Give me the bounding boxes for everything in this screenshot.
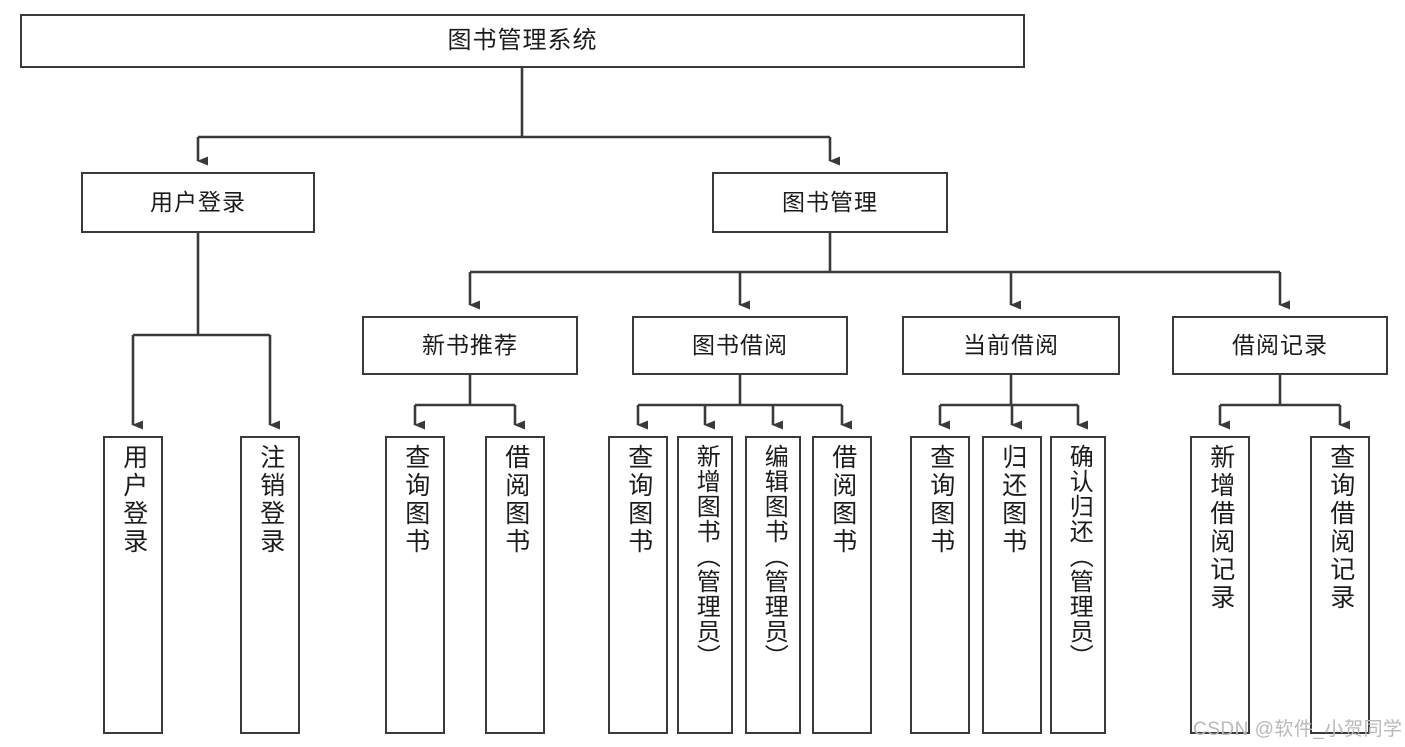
node-borrow-record-label: 借阅记录 bbox=[1232, 331, 1328, 358]
leaf-leaf-borrow-book-1-label: 借阅图书 bbox=[501, 444, 530, 556]
leaf-leaf-return-book-label: 归还图书 bbox=[998, 444, 1027, 556]
node-new-book-recommend[interactable]: 新书推荐 bbox=[362, 316, 578, 375]
leaf-leaf-query-borrow-record[interactable]: 查询借阅记录 bbox=[1310, 436, 1370, 734]
leaf-leaf-borrow-book-2[interactable]: 借阅图书 bbox=[812, 436, 872, 734]
leaf-leaf-logout-login[interactable]: 注销登录 bbox=[240, 436, 300, 734]
leaf-leaf-query-book-2-label: 查询图书 bbox=[624, 444, 653, 556]
watermark: CSDN @软件_小贺同学 bbox=[1193, 719, 1403, 740]
leaf-leaf-confirm-return-label: 确认归还（管理员） bbox=[1065, 444, 1093, 669]
node-book-manage-label: 图书管理 bbox=[782, 188, 878, 215]
leaf-leaf-logout-login-label: 注销登录 bbox=[256, 444, 285, 556]
leaf-leaf-query-book-1-label: 查询图书 bbox=[401, 444, 430, 556]
leaf-leaf-user-login[interactable]: 用户登录 bbox=[103, 436, 163, 734]
leaf-leaf-add-book-label: 新增图书（管理员） bbox=[692, 444, 720, 669]
leaf-leaf-add-borrow-record[interactable]: 新增借阅记录 bbox=[1190, 436, 1250, 734]
node-root[interactable]: 图书管理系统 bbox=[20, 14, 1025, 68]
leaf-leaf-query-book-1[interactable]: 查询图书 bbox=[385, 436, 445, 734]
node-current-borrow[interactable]: 当前借阅 bbox=[902, 316, 1120, 375]
node-book-borrow-label: 图书借阅 bbox=[692, 331, 788, 358]
leaf-leaf-confirm-return[interactable]: 确认归还（管理员） bbox=[1050, 436, 1106, 734]
node-new-book-recommend-label: 新书推荐 bbox=[422, 331, 518, 358]
leaf-leaf-query-book-3[interactable]: 查询图书 bbox=[910, 436, 970, 734]
node-book-manage[interactable]: 图书管理 bbox=[712, 172, 948, 233]
node-user-login[interactable]: 用户登录 bbox=[81, 172, 315, 233]
leaf-leaf-query-borrow-record-label: 查询借阅记录 bbox=[1326, 444, 1355, 612]
node-borrow-record[interactable]: 借阅记录 bbox=[1172, 316, 1388, 375]
leaf-leaf-add-book[interactable]: 新增图书（管理员） bbox=[677, 436, 733, 734]
node-current-borrow-label: 当前借阅 bbox=[963, 331, 1059, 358]
leaf-leaf-borrow-book-1[interactable]: 借阅图书 bbox=[485, 436, 545, 734]
leaf-leaf-return-book[interactable]: 归还图书 bbox=[982, 436, 1042, 734]
node-root-label: 图书管理系统 bbox=[447, 26, 598, 54]
leaf-leaf-edit-book-label: 编辑图书（管理员） bbox=[760, 444, 788, 669]
leaf-leaf-user-login-label: 用户登录 bbox=[119, 444, 148, 556]
node-book-borrow[interactable]: 图书借阅 bbox=[632, 316, 848, 375]
leaf-leaf-borrow-book-2-label: 借阅图书 bbox=[828, 444, 857, 556]
leaf-leaf-edit-book[interactable]: 编辑图书（管理员） bbox=[745, 436, 801, 734]
leaf-leaf-query-book-2[interactable]: 查询图书 bbox=[608, 436, 668, 734]
node-user-login-label: 用户登录 bbox=[150, 188, 246, 215]
leaf-leaf-query-book-3-label: 查询图书 bbox=[926, 444, 955, 556]
leaf-leaf-add-borrow-record-label: 新增借阅记录 bbox=[1206, 444, 1235, 612]
